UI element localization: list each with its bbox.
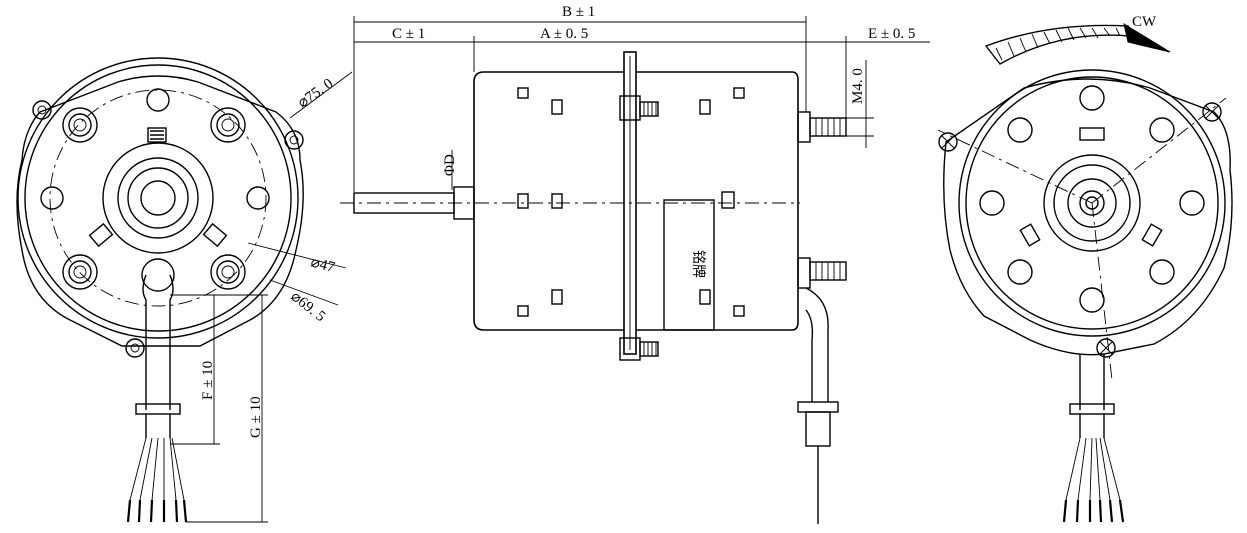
dim-c-label: C ± 1	[392, 26, 425, 42]
left-end-view	[16, 57, 353, 523]
dim-b-label: B ± 1	[562, 4, 595, 20]
nameplate-label: 铭牌	[690, 250, 707, 278]
dim-dia47-label: ⌀47	[309, 254, 337, 276]
dim-dia75-label: ⌀75. 0	[295, 76, 336, 111]
right-end-view	[937, 22, 1233, 523]
dim-m4-label: M4. 0	[850, 68, 866, 104]
dim-a-label: A ± 0. 5	[540, 26, 588, 42]
side-view	[340, 16, 930, 524]
dim-g-label: G ± 10	[248, 396, 264, 438]
rotation-direction-label: CW	[1132, 14, 1157, 30]
stud-boss	[62, 107, 246, 290]
dim-phi-d-label: ΦD	[442, 154, 458, 176]
dim-f-label: F ± 10	[200, 361, 216, 400]
dim-e-label: E ± 0. 5	[868, 26, 915, 42]
